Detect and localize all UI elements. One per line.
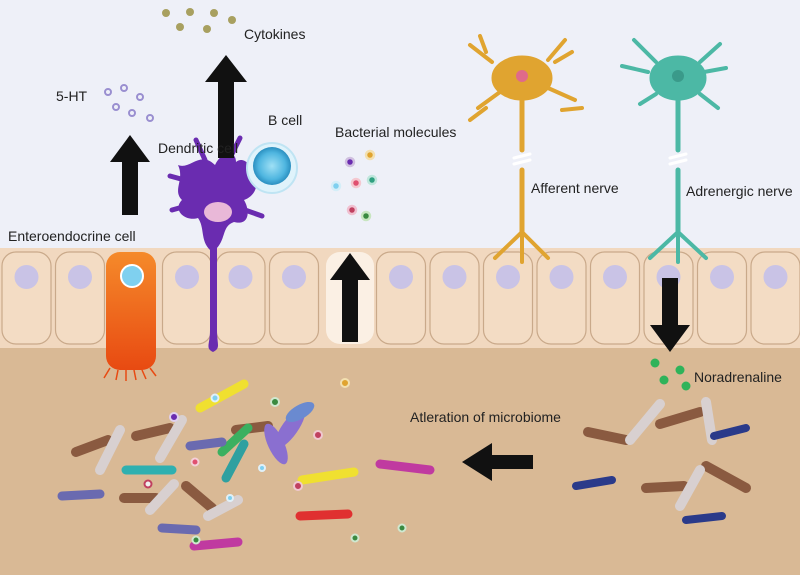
lamina-propria xyxy=(0,340,800,575)
noradrenaline-particles xyxy=(650,358,691,391)
epithelial-cell xyxy=(696,251,748,345)
microbiome-right xyxy=(572,397,751,524)
adrenergic-nerve-label: Adrenergic nerve xyxy=(686,183,793,199)
epithelial-nucleus xyxy=(389,265,413,289)
enteroendocrine-cell xyxy=(103,252,157,381)
epithelial-cell xyxy=(268,251,320,345)
bacterial-molecules-label: Bacterial molecules xyxy=(335,124,457,140)
5ht-label: 5-HT xyxy=(56,88,88,104)
epithelial-nucleus xyxy=(442,265,467,289)
epithelial-cell xyxy=(54,251,106,345)
epithelial-nucleus xyxy=(549,265,574,289)
noradrenaline-label: Noradrenaline xyxy=(694,369,782,385)
dendritic-cell-label: Dendritic cell xyxy=(158,140,239,156)
afferent-nerve-label: Afferent nerve xyxy=(531,180,619,196)
epithelial-nucleus xyxy=(603,265,627,289)
bacterial-molecule-particles xyxy=(330,149,378,222)
alteration-of-microbiome-label: Atleration of microbiome xyxy=(410,409,561,425)
epithelial-cell xyxy=(589,251,641,345)
epithelial-nucleus xyxy=(228,265,253,289)
cytokines-label: Cytokines xyxy=(244,26,306,42)
epithelial-cell xyxy=(750,251,800,345)
epithelial-cell xyxy=(429,251,480,345)
noradrenaline-arrow xyxy=(650,278,690,352)
cytokines-arrow xyxy=(205,55,247,158)
enteroendocrine-cell-label: Enteroendocrine cell xyxy=(8,228,136,244)
5ht-particles xyxy=(104,84,154,122)
cytokine-particles xyxy=(162,8,236,33)
epithelial-nucleus xyxy=(710,265,734,289)
epithelial-nucleus xyxy=(496,265,520,289)
epithelial-cell xyxy=(482,251,534,345)
bacterial-arrow xyxy=(330,253,370,342)
5ht-arrow xyxy=(110,135,150,215)
epithelial-nucleus xyxy=(282,265,306,289)
epithelial-nucleus xyxy=(763,265,788,289)
b-cell-label: B cell xyxy=(268,112,303,128)
epithelial-cell xyxy=(536,251,587,345)
epithelial-cell xyxy=(1,251,52,345)
arrows xyxy=(110,55,690,481)
b-cell xyxy=(246,142,298,194)
epithelial-nucleus xyxy=(68,265,92,289)
afferent-nerve xyxy=(468,34,584,264)
epithelial-nucleus xyxy=(14,265,39,289)
adrenergic-nerve xyxy=(620,38,728,264)
microbiome-arrow xyxy=(462,443,533,481)
microbiome-left xyxy=(57,378,435,551)
epithelial-cell xyxy=(375,251,427,345)
epithelial-nucleus xyxy=(175,265,199,289)
